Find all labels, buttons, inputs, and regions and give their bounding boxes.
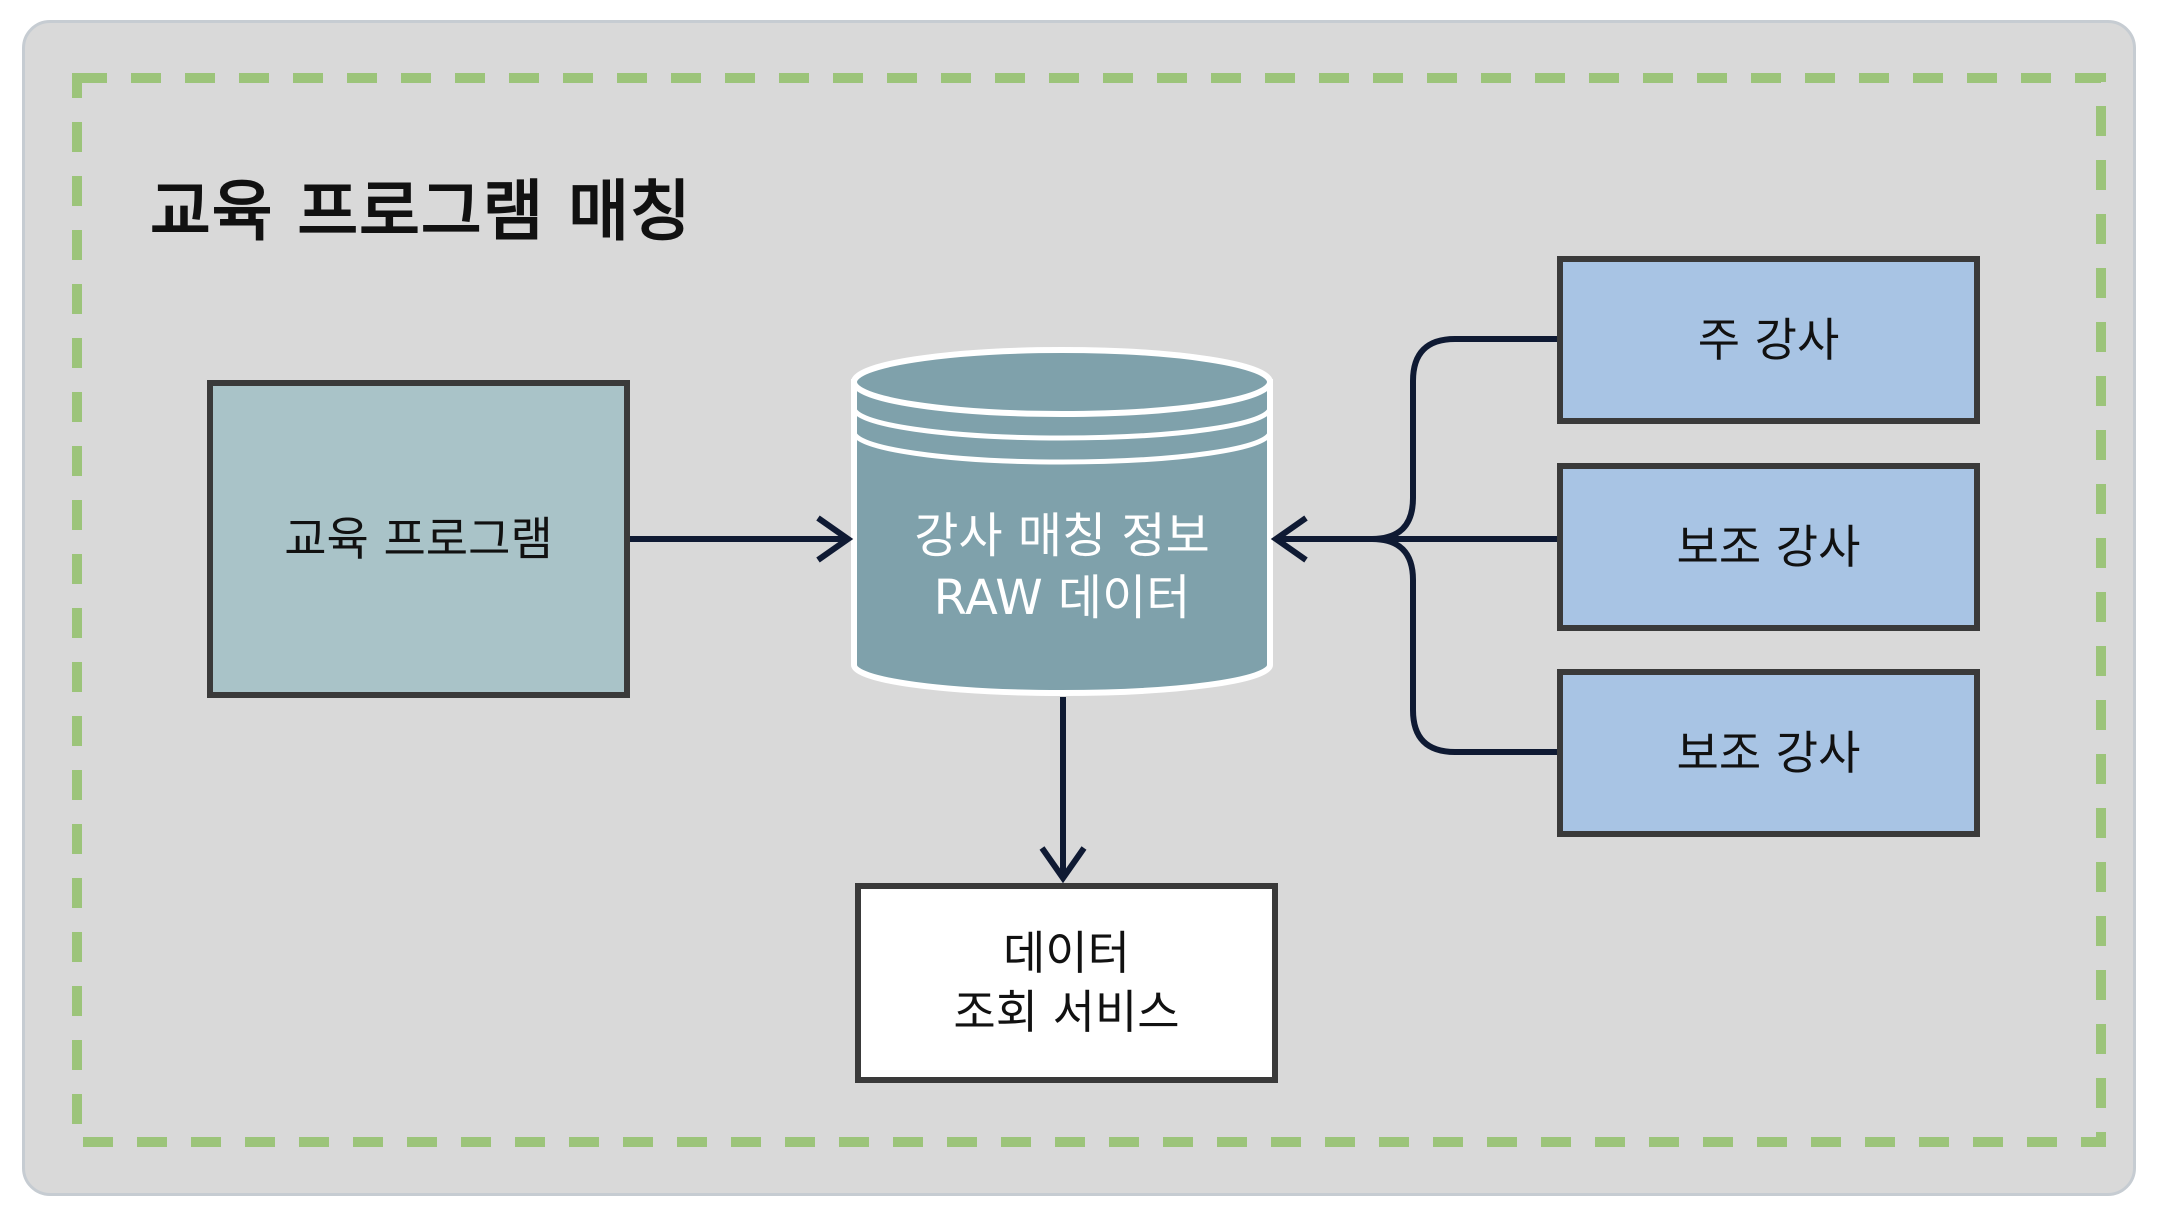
node-education-program-label: 교육 프로그램 [284,511,553,566]
node-data-query-service: 데이터 조회 서비스 [855,883,1278,1083]
node-assistant-instructor-2-label: 보조 강사 [1676,725,1861,780]
arrow-instructors-to-database [1270,336,1557,755]
arrow-database-to-service [1039,697,1087,884]
arrow-program-to-database [630,515,854,563]
node-raw-data-line2: RAW 데이터 [933,570,1191,627]
diagram-title: 교육 프로그램 매칭 [150,173,692,250]
node-assistant-instructor-1-label: 보조 강사 [1676,519,1861,574]
node-data-query-service-line2: 조회 서비스 [953,985,1180,1039]
node-main-instructor-label: 주 강사 [1697,312,1840,367]
node-data-query-service-line1: 데이터 [1003,926,1130,981]
database-cylinder [851,347,1273,696]
node-assistant-instructor-1: 보조 강사 [1557,463,1980,631]
dashed-group-boundary [72,73,2106,1147]
node-education-program: 교육 프로그램 [207,380,630,698]
node-main-instructor: 주 강사 [1557,256,1980,424]
node-assistant-instructor-2: 보조 강사 [1557,669,1980,837]
node-raw-data-label: 강사 매칭 정보 RAW 데이터 [852,505,1272,630]
node-raw-data-line1: 강사 매칭 정보 [914,508,1210,564]
